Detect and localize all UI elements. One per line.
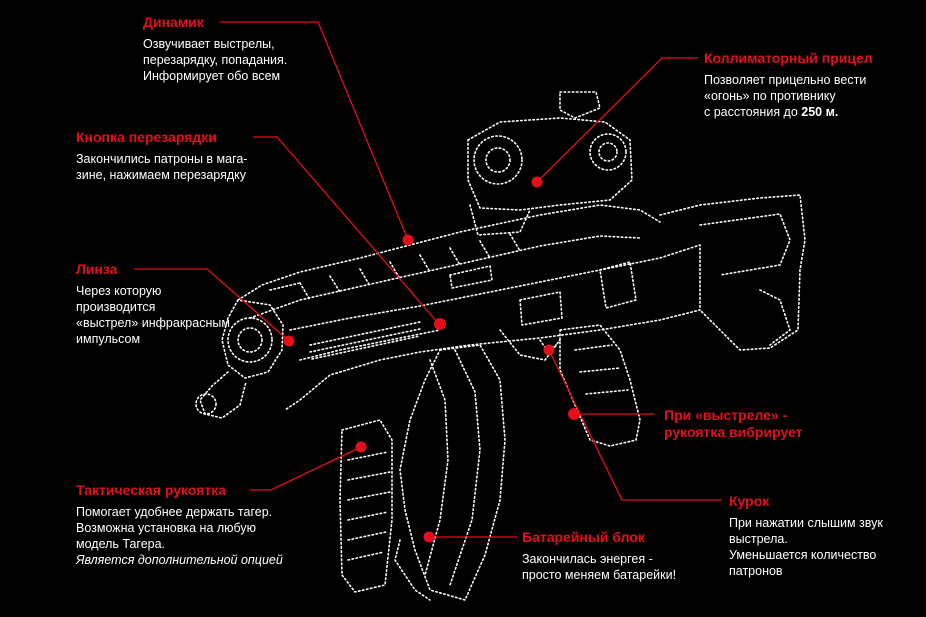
- callout-reload: Кнопка перезарядки Закончились патроны в…: [76, 129, 247, 183]
- speaker-description: Озвучивает выстрелы, перезарядку, попада…: [143, 36, 287, 84]
- marker-battery: [423, 531, 435, 543]
- callout-battery: Батарейный блок Закончилась энергея - пр…: [522, 529, 676, 583]
- battery-line: просто меняем батарейки!: [522, 568, 677, 582]
- leader-reload: [253, 136, 439, 324]
- marker-sight: [531, 176, 543, 188]
- leader-lines: [134, 21, 722, 538]
- callout-grip-vibration: При «выстреле» - рукоятка вибрирует: [664, 407, 803, 441]
- trigger-line: выстрела.: [729, 532, 788, 546]
- leader-speaker: [220, 21, 409, 241]
- callout-tactical-grip: Тактическая рукоятка Помогает удобнее де…: [76, 482, 283, 568]
- speaker-line: Информирует обо всем: [143, 69, 281, 83]
- sight-range-prefix: с расстояния до: [704, 105, 802, 119]
- battery-title: Батарейный блок: [522, 529, 645, 545]
- lens-title: Линза: [76, 261, 118, 277]
- trigger-line: При нажатии слышим звук: [729, 516, 883, 530]
- trigger-title: Курок: [729, 493, 770, 509]
- tactical-grip-line: Возможна установка на любую: [76, 521, 257, 535]
- lens-line: производится: [76, 300, 156, 314]
- tactical-grip-title: Тактическая рукоятка: [76, 482, 226, 498]
- gun-outline: [195, 91, 806, 601]
- battery-description: Закончилась энергея - просто меняем бата…: [522, 551, 676, 583]
- lens-description: Через которую производится «выстрел» инф…: [76, 283, 230, 347]
- marker-grip: [568, 408, 580, 420]
- battery-line: Закончилась энергея -: [522, 552, 653, 566]
- trigger-line: Уменьшается количество: [729, 548, 877, 562]
- tactical-grip-line: модель Тагера.: [76, 537, 166, 551]
- sight-line: «огонь» по противнику: [704, 89, 836, 103]
- lens-line: «выстрел» инфракрасным: [76, 316, 230, 330]
- sight-range-value: 250 м.: [801, 105, 839, 119]
- marker-speaker: [402, 234, 414, 246]
- callout-lens: Линза Через которую производится «выстре…: [76, 261, 230, 347]
- reload-line: зине, нажимаем перезарядку: [76, 168, 247, 182]
- grip-vibration-title-2: рукоятка вибрирует: [664, 424, 803, 440]
- marker-tactical: [355, 441, 367, 453]
- callout-trigger: Курок При нажатии слышим звук выстрела. …: [729, 493, 883, 579]
- speaker-line: Озвучивает выстрелы,: [143, 37, 275, 51]
- tactical-grip-note: Является дополнительной опцией: [76, 553, 283, 567]
- marker-reload: [434, 318, 446, 330]
- marker-trigger: [543, 344, 555, 356]
- speaker-title: Динамик: [143, 14, 204, 30]
- sight-line: с расстояния до 250 м.: [704, 104, 873, 120]
- sight-line: Позволяет прицельно вести: [704, 73, 867, 87]
- lens-line: Через которую: [76, 284, 162, 298]
- tactical-grip-description: Помогает удобнее держать тагер. Возможна…: [76, 504, 283, 568]
- sight-title: Коллиматорный прицел: [704, 50, 873, 66]
- sight-description: Позволяет прицельно вести «огонь» по про…: [704, 72, 873, 120]
- markers: [283, 176, 580, 543]
- lens-line: импульсом: [76, 332, 141, 346]
- reload-title: Кнопка перезарядки: [76, 129, 217, 145]
- trigger-line: патронов: [729, 564, 783, 578]
- leader-trigger: [548, 349, 722, 501]
- reload-description: Закончились патроны в мага- зине, нажима…: [76, 151, 247, 183]
- trigger-description: При нажатии слышим звук выстрела. Уменьш…: [729, 515, 883, 579]
- marker-lens: [283, 335, 295, 347]
- callout-sight: Коллиматорный прицел Позволяет прицельно…: [704, 50, 873, 120]
- tactical-grip-line: Помогает удобнее держать тагер.: [76, 505, 273, 519]
- speaker-line: перезарядку, попадания.: [143, 53, 288, 67]
- leader-lens: [134, 268, 290, 342]
- reload-line: Закончились патроны в мага-: [76, 152, 248, 166]
- callout-speaker: Динамик Озвучивает выстрелы, перезарядку…: [143, 14, 287, 84]
- leader-sight: [536, 57, 698, 183]
- grip-vibration-title-1: При «выстреле» -: [664, 407, 788, 423]
- leader-tactical: [250, 446, 362, 491]
